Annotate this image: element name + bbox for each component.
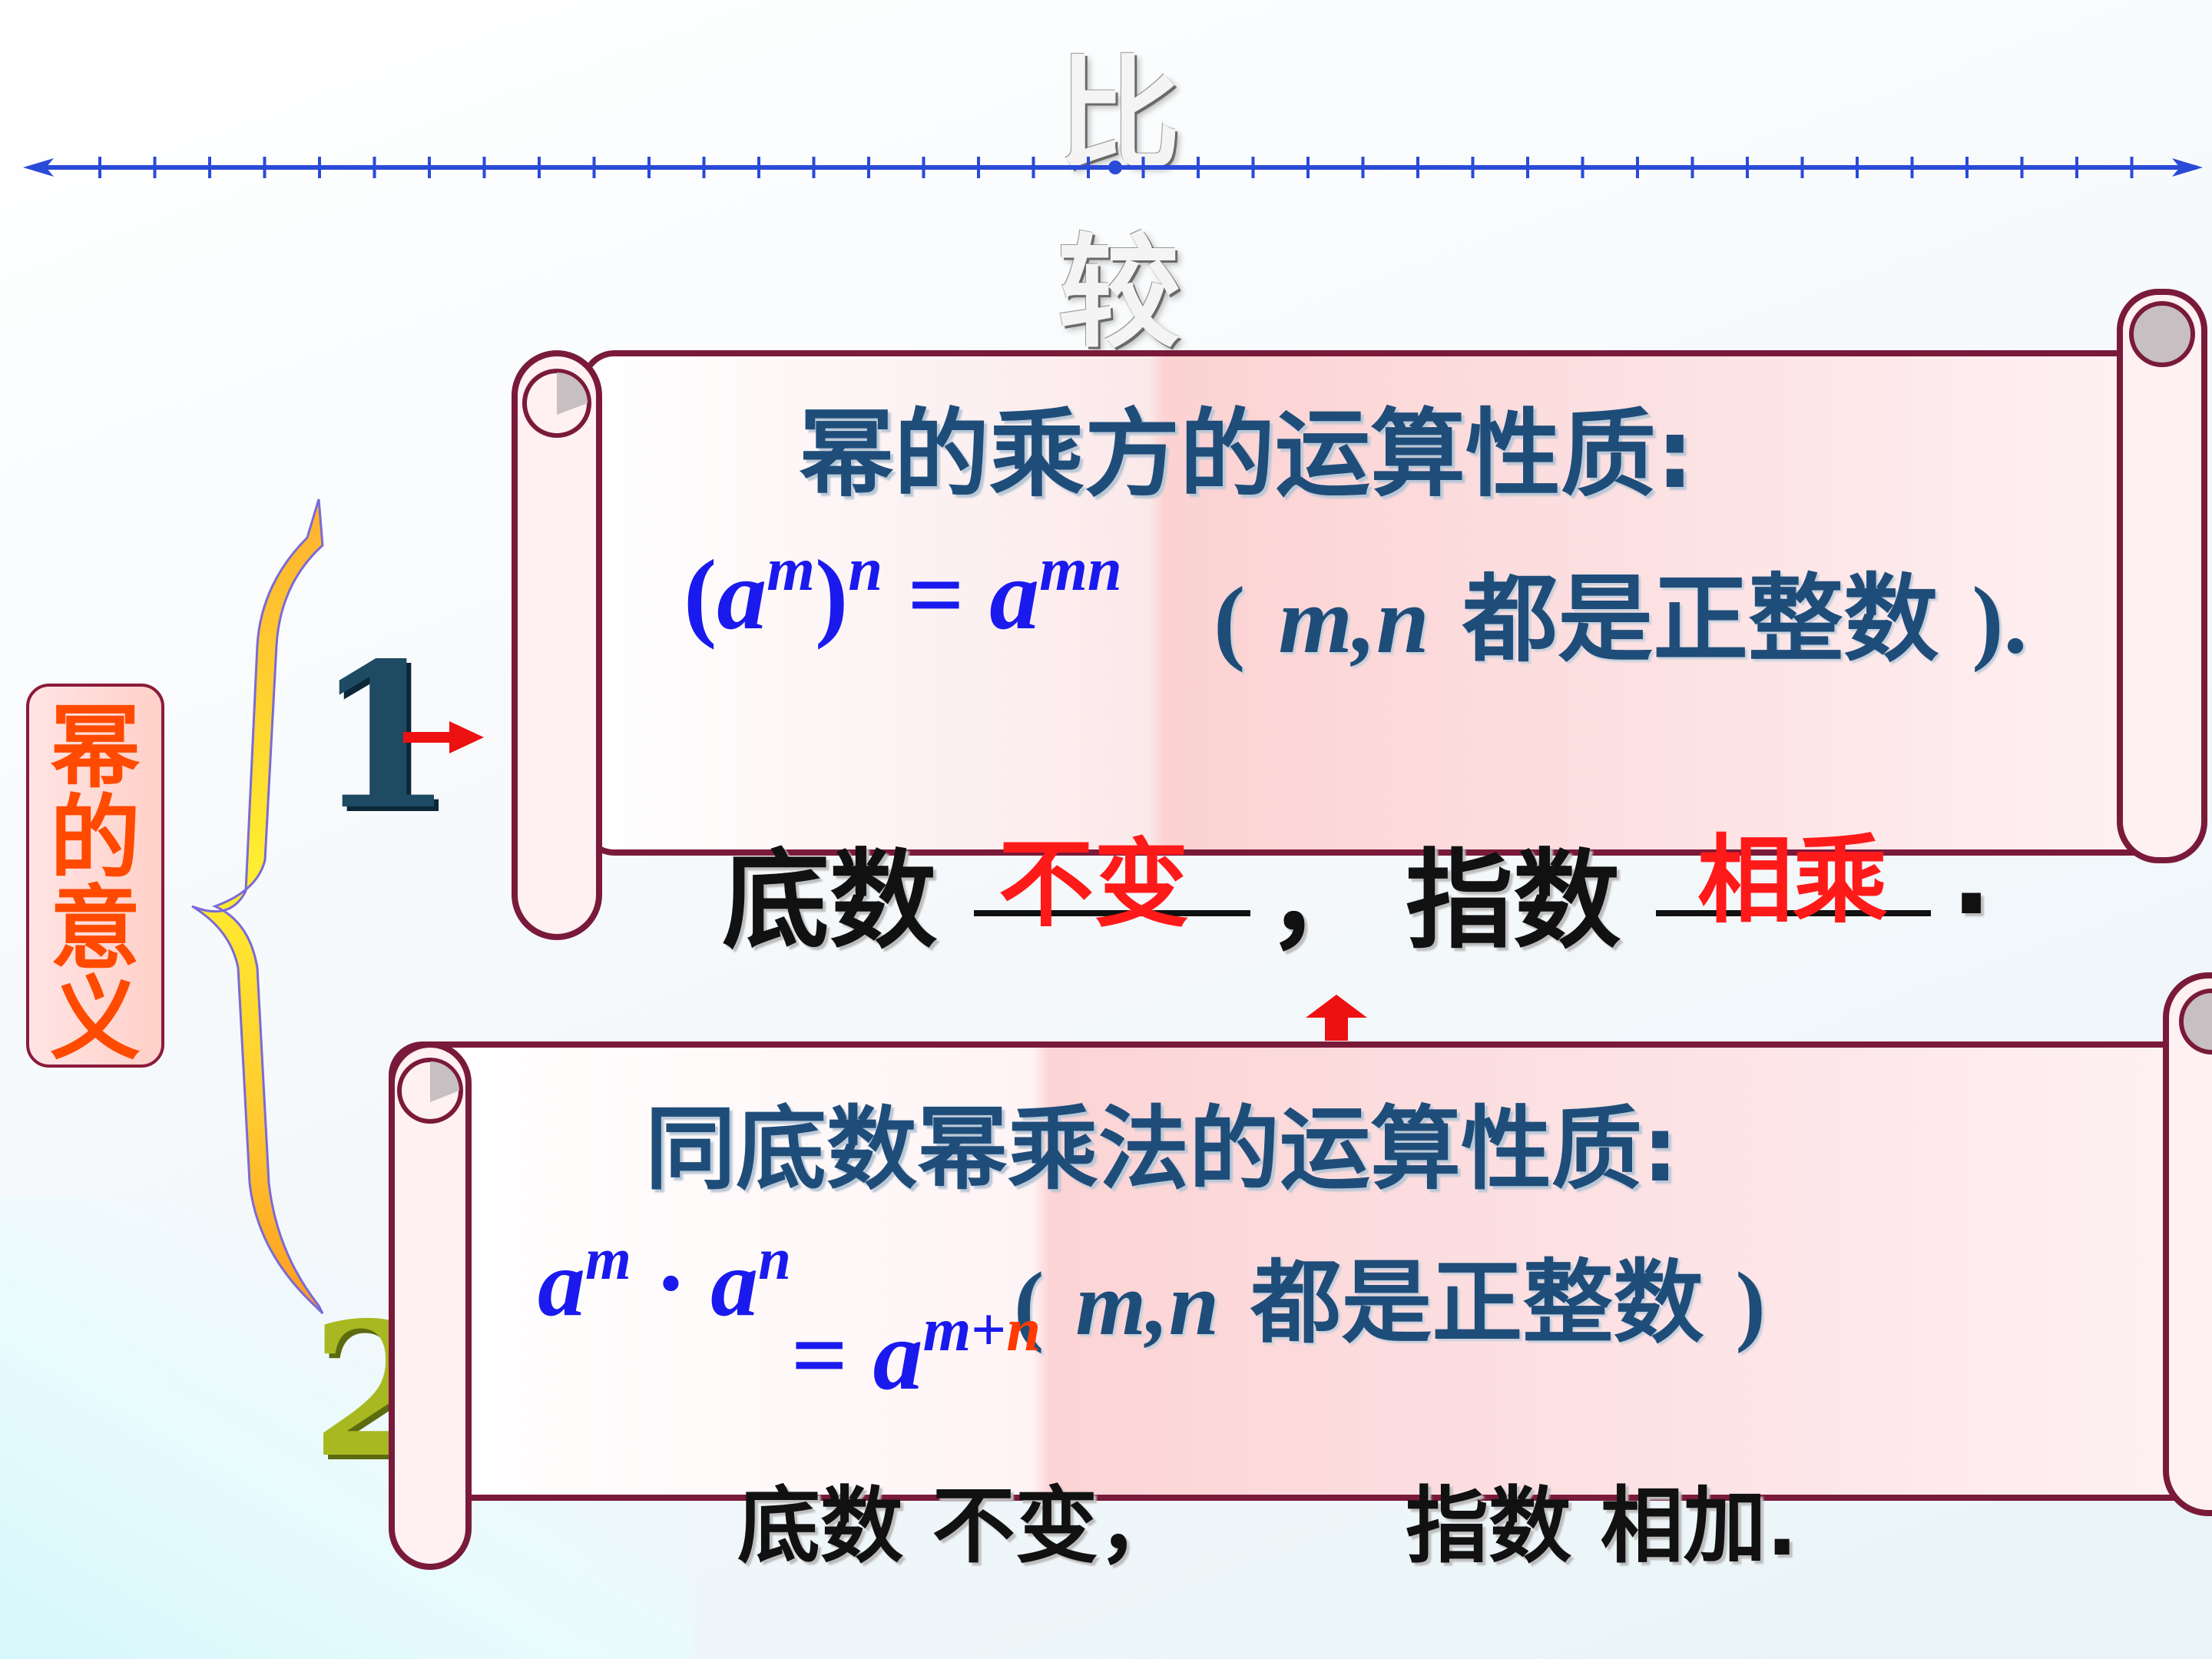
rhs-m: m bbox=[922, 1295, 972, 1364]
condition-text: 都是正整数 bbox=[1462, 565, 1939, 675]
lhs-a2: a bbox=[710, 1230, 759, 1336]
condition-power-of-power: ( m,n 都是正整数 ). bbox=[1214, 541, 2028, 680]
formula-rhs-base: a bbox=[989, 540, 1040, 651]
label-text: 幂 的 意 义 bbox=[29, 702, 161, 1065]
rule-comma: ， bbox=[1267, 839, 1376, 964]
rhs-exponent: m+n bbox=[923, 1296, 1041, 1364]
formula-product-lhs: am · an bbox=[538, 1227, 791, 1338]
scroll-power-of-power bbox=[507, 261, 2212, 952]
rule-exp-label: 指数 bbox=[1406, 839, 1621, 964]
condition-product-rule: ( m,n 都是正整数 ) bbox=[1014, 1229, 1766, 1360]
rule-product-exp: 指数 相加. bbox=[1406, 1479, 1798, 1575]
condition-vars: m,n bbox=[1278, 568, 1429, 673]
condition-open: ( bbox=[1014, 1253, 1045, 1354]
label-char: 幂 bbox=[49, 694, 141, 800]
blank-line bbox=[974, 910, 1250, 916]
label-char: 义 bbox=[49, 966, 141, 1072]
rhs-plus: + bbox=[971, 1295, 1007, 1364]
formula-rhs-exp: mn bbox=[1039, 535, 1122, 604]
answer-exp: 相乘 bbox=[1697, 826, 1889, 936]
lhs-n: n bbox=[758, 1227, 791, 1293]
condition-close: ). bbox=[1972, 568, 2028, 673]
label-char: 意 bbox=[49, 876, 141, 982]
formula-product-rhs: = am+n bbox=[791, 1296, 1041, 1413]
rhs-n: n bbox=[1006, 1295, 1041, 1364]
paren-close: ) bbox=[815, 540, 849, 651]
heading-product-rule: 同底数幂乘法的运算性质: bbox=[645, 1096, 1679, 1202]
formula-base: a bbox=[717, 540, 767, 651]
formula-exp-n: n bbox=[848, 535, 883, 604]
number-line bbox=[23, 157, 2203, 178]
rhs-equals: = bbox=[791, 1300, 849, 1411]
scroll-frame bbox=[512, 289, 2207, 940]
page-title: 比较 bbox=[1057, 42, 1185, 365]
paren-open: ( bbox=[684, 540, 717, 651]
condition-vars: m,n bbox=[1075, 1253, 1220, 1354]
condition-close: ) bbox=[1735, 1253, 1766, 1354]
arrow-up-icon bbox=[1306, 995, 1367, 1041]
heading-power-of-power: 幂的乘方的运算性质: bbox=[799, 399, 1694, 510]
curly-brace bbox=[191, 498, 324, 1315]
scroll-frame bbox=[389, 972, 2212, 1570]
lhs-dot: · bbox=[654, 1230, 687, 1336]
blank-line bbox=[1656, 910, 1931, 916]
rule-period: . bbox=[1951, 814, 1992, 939]
formula-power-of-power: (am)n = amn bbox=[684, 535, 1122, 653]
formula-equals: = bbox=[907, 540, 965, 651]
label-box: 幂 的 意 义 bbox=[26, 684, 164, 1068]
formula-exp-m: m bbox=[767, 535, 815, 604]
lhs-a1: a bbox=[538, 1230, 585, 1336]
rule-product-base: 底数 不变， bbox=[737, 1479, 1181, 1575]
condition-open: ( bbox=[1214, 568, 1246, 673]
scroll-product-rule bbox=[384, 960, 2212, 1575]
answer-base: 不变 bbox=[998, 830, 1190, 940]
rhs-base: a bbox=[873, 1300, 923, 1411]
condition-text: 都是正整数 bbox=[1250, 1250, 1704, 1356]
arrow-right-icon bbox=[403, 721, 484, 753]
lhs-m: m bbox=[585, 1227, 631, 1293]
rule-base-label: 底数 bbox=[722, 839, 938, 964]
label-char: 的 bbox=[49, 785, 141, 891]
